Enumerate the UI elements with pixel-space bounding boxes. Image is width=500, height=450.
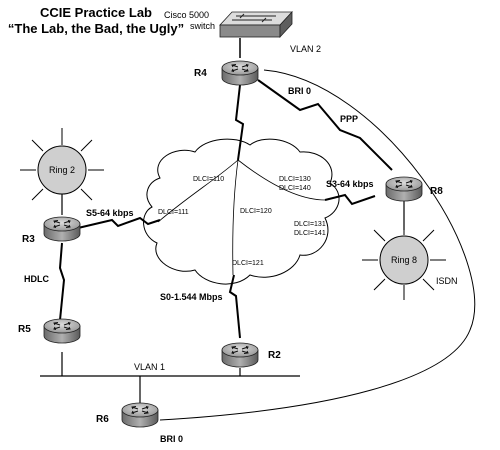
router-r5-icon	[43, 318, 81, 344]
ring8-icon	[362, 222, 446, 300]
router-r3-icon	[43, 216, 81, 242]
isdn-label: ISDN	[436, 276, 458, 286]
diagram-title: CCIE Practice Lab	[40, 5, 152, 20]
hdlc-link	[58, 242, 66, 321]
pvc-lines	[157, 159, 326, 276]
ring8-label: Ring 8	[391, 255, 417, 265]
s3-label: S3-64 kbps	[326, 179, 374, 189]
ring2-icon	[20, 128, 104, 205]
switch-icon	[219, 10, 293, 39]
r4-cloud-link	[234, 84, 245, 161]
s0-label: S0-1.544 Mbps	[160, 292, 223, 302]
r4-bri-label: BRI 0	[288, 86, 311, 96]
router-r8-label: R8	[430, 186, 443, 197]
s3-link	[324, 193, 376, 206]
ring2-label: Ring 2	[49, 165, 75, 175]
ppp-label: PPP	[340, 114, 358, 124]
router-r5-label: R5	[18, 324, 31, 335]
vlan2-label: VLAN 2	[290, 44, 321, 54]
router-r2-label: R2	[268, 350, 281, 361]
dlci-131: DLCI=131	[294, 221, 326, 228]
s5-link	[77, 216, 161, 229]
dlci-111: DLCI=111	[158, 209, 189, 216]
dlci-140: DLCI=140	[279, 185, 311, 192]
router-r4-label: R4	[194, 68, 207, 79]
isdn-link	[159, 69, 476, 421]
router-r4-icon	[221, 60, 259, 86]
s0-link	[228, 274, 241, 339]
dlci-121: DLCI=121	[232, 260, 264, 267]
vlan1-label: VLAN 1	[134, 362, 165, 372]
switch-label-line1: Cisco 5000	[164, 10, 209, 20]
dlci-110: DLCI=110	[193, 176, 224, 183]
router-r2-icon	[221, 342, 259, 368]
diagram-subtitle: “The Lab, the Bad, the Ugly”	[7, 21, 185, 36]
router-r6-label: R6	[96, 414, 109, 425]
r6-bri-label: BRI 0	[160, 434, 183, 444]
dlci-120: DLCI=120	[240, 208, 272, 215]
ppp-link	[257, 79, 393, 171]
router-r8-icon	[385, 176, 423, 202]
dlci-130: DLCI=130	[279, 176, 311, 183]
hdlc-label: HDLC	[24, 274, 49, 284]
router-r3-label: R3	[22, 234, 35, 245]
s5-label: S5-64 kbps	[86, 208, 134, 218]
switch-label-line2: switch	[190, 21, 215, 31]
dlci-141: DLCI=141	[294, 230, 326, 237]
router-r6-icon	[121, 402, 159, 428]
